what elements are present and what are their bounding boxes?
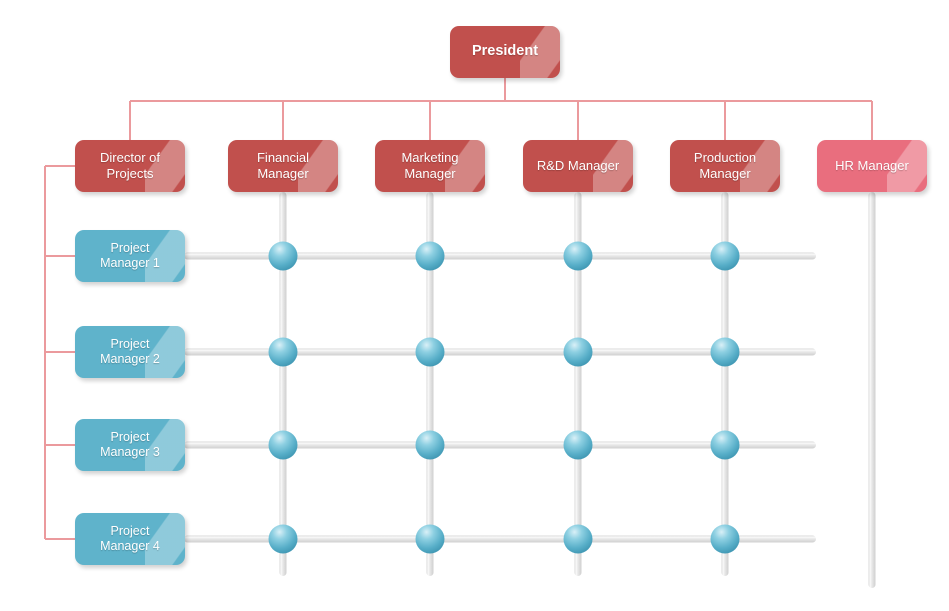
node-president-label: President: [471, 43, 539, 60]
intersection-node[interactable]: [268, 337, 298, 367]
intersection-node[interactable]: [710, 241, 740, 271]
intersection-node[interactable]: [563, 524, 593, 554]
director-to-project-managers-bracket: [44, 165, 75, 540]
node-project-manager-4-label: Project Manager 4: [100, 523, 160, 553]
node-marketing-manager-label: Marketing Manager: [401, 150, 459, 181]
intersection-node[interactable]: [563, 430, 593, 460]
intersection-node[interactable]: [415, 337, 445, 367]
intersection-node[interactable]: [415, 430, 445, 460]
intersection-node[interactable]: [268, 524, 298, 554]
intersection-node-group[interactable]: [268, 241, 740, 554]
intersection-node[interactable]: [563, 337, 593, 367]
intersection-node[interactable]: [268, 430, 298, 460]
node-project-manager-2-label: Project Manager 2: [100, 336, 160, 366]
matrix-horizontal-lines: [184, 252, 816, 543]
node-director-of-projects-label: Director of Projects: [100, 150, 160, 181]
node-rd-manager-label: R&D Manager: [536, 158, 620, 174]
matrix-vertical-lines: [279, 192, 876, 588]
node-project-manager-3-label: Project Manager 3: [100, 429, 160, 459]
intersection-node[interactable]: [710, 524, 740, 554]
node-financial-manager-label: Financial Manager: [256, 150, 310, 181]
president-to-managers-connector: [129, 78, 873, 140]
intersection-node[interactable]: [710, 430, 740, 460]
intersection-node[interactable]: [415, 524, 445, 554]
node-project-manager-1-label: Project Manager 1: [100, 240, 160, 270]
intersection-node[interactable]: [710, 337, 740, 367]
intersection-node[interactable]: [563, 241, 593, 271]
intersection-node[interactable]: [415, 241, 445, 271]
intersection-node[interactable]: [268, 241, 298, 271]
node-hr-manager-label: HR Manager: [835, 158, 909, 174]
node-production-manager-label: Production Manager: [693, 150, 757, 181]
